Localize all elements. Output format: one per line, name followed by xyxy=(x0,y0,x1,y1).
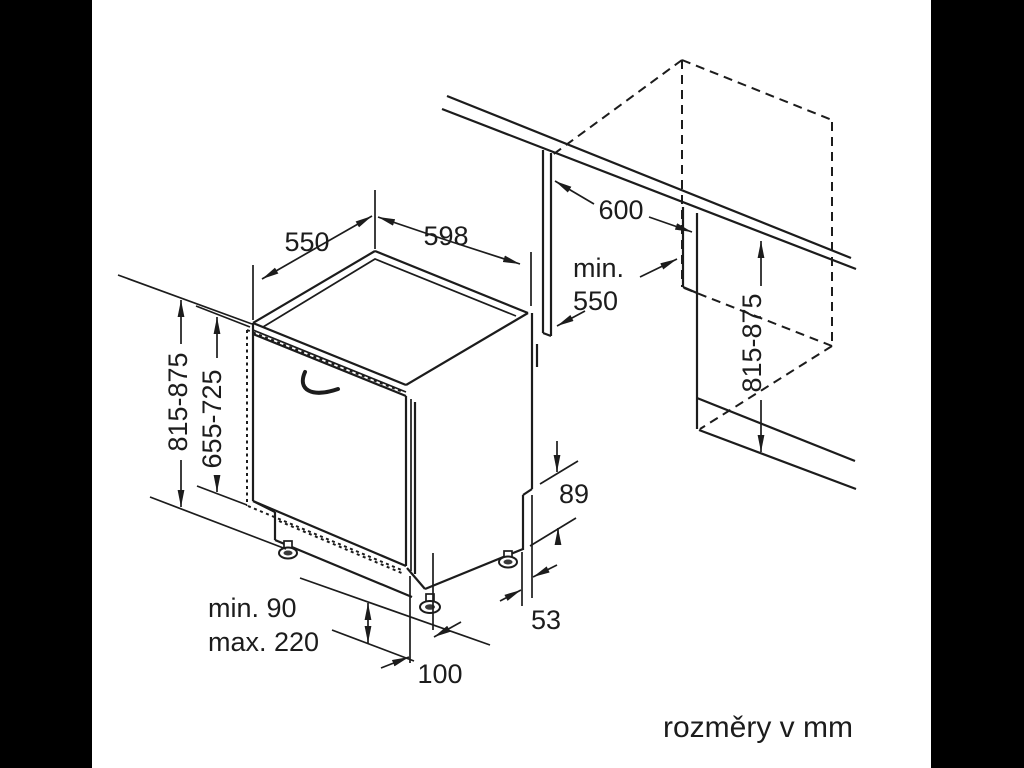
label-base-rear-offset: 53 xyxy=(531,605,561,635)
dishwasher-outline xyxy=(246,249,534,614)
adjustable-feet xyxy=(278,540,518,614)
label-top-depth: 550 xyxy=(284,227,329,257)
extension-lines xyxy=(117,190,579,663)
label-appliance-height: 815-875 xyxy=(163,352,193,451)
caption-units: rozměry v mm xyxy=(663,711,853,744)
dimension-arrows xyxy=(177,180,765,669)
label-niche-depth-prefix: min. xyxy=(573,253,624,283)
decor-panel-dashed-outline xyxy=(246,329,405,575)
niche-volume-dashed-outline xyxy=(550,59,833,430)
label-niche-height: 815-875 xyxy=(737,293,767,392)
door-handle-recess xyxy=(300,370,340,395)
label-base-front-offset: 100 xyxy=(417,659,462,689)
label-plinth-max: max. 220 xyxy=(208,627,319,657)
label-panel-height: 655-725 xyxy=(197,369,227,468)
cabinet-niche-outline xyxy=(535,150,857,491)
label-base-rear-height: 89 xyxy=(559,479,589,509)
label-top-width: 598 xyxy=(423,221,468,251)
label-niche-width: 600 xyxy=(598,195,643,225)
dimension-labels: 550 598 600 min. 550 815-875 655-725 815… xyxy=(163,195,767,689)
diagram-paper xyxy=(92,0,931,768)
worktop xyxy=(441,94,857,271)
label-niche-depth: 550 xyxy=(573,286,618,316)
label-plinth-min: min. 90 xyxy=(208,593,297,623)
